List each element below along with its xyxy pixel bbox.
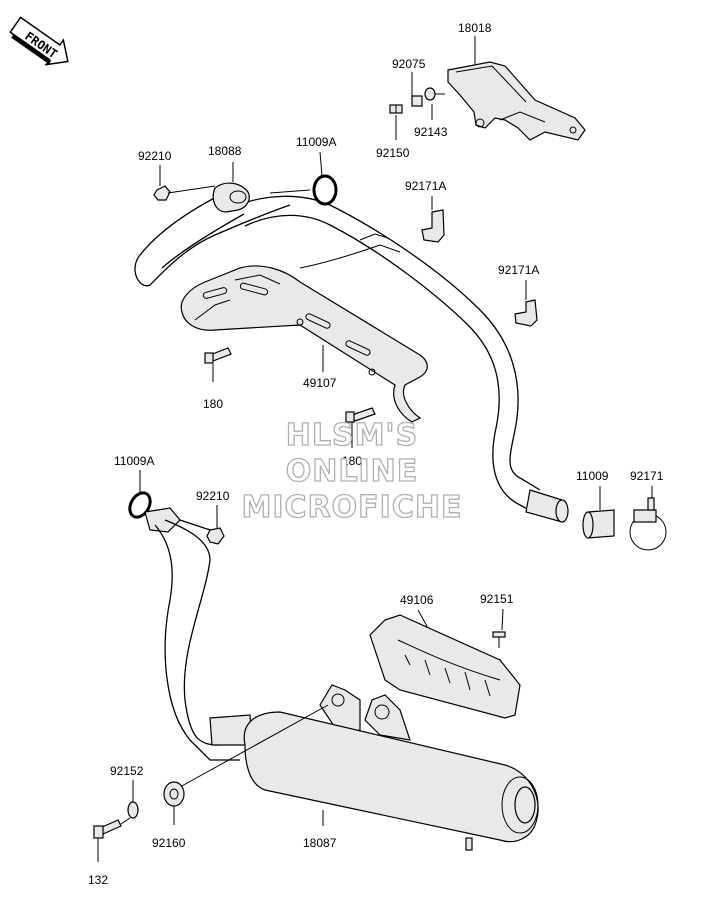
label-11009: 11009 [576, 469, 609, 483]
label-11009a-bottom: 11009A [114, 454, 154, 468]
label-180-a: 180 [203, 397, 223, 411]
front-indicator: FRONT [9, 16, 69, 66]
watermark-line-3: MICROFICHE [242, 490, 463, 525]
nut-92210-bottom [206, 505, 225, 545]
label-92151: 92151 [480, 592, 514, 606]
heat-shield-49107 [180, 265, 428, 423]
label-18088: 18088 [208, 144, 242, 158]
watermark-line-2: ONLINE [286, 454, 419, 489]
gasket-11009a-bottom [128, 470, 152, 519]
nut-92210-top [153, 165, 216, 201]
gasket-11009 [582, 486, 615, 539]
brackets-92171a [421, 196, 538, 327]
mount-hardware [93, 780, 185, 862]
label-92210-bottom: 92210 [196, 489, 230, 503]
label-18087: 18087 [303, 836, 337, 850]
part-labels: 18018 92075 92143 92150 92210 18088 1100… [88, 21, 664, 887]
heat-shield-49106 [369, 609, 521, 719]
label-92150: 92150 [376, 146, 410, 160]
label-92075: 92075 [392, 57, 426, 71]
label-92210-top: 92210 [138, 149, 172, 163]
label-18018: 18018 [458, 21, 492, 35]
label-49107: 49107 [303, 376, 337, 390]
label-180-b: 180 [342, 454, 362, 468]
gasket-11009a-top [269, 151, 338, 206]
label-92171a-1: 92171A [405, 179, 446, 193]
heat-guard-18018 [432, 61, 586, 141]
lower-exhaust-pipe [144, 507, 253, 761]
label-11009a-top: 11009A [296, 135, 336, 149]
label-92143: 92143 [414, 125, 448, 139]
muffler-18087 [179, 684, 539, 851]
bolt-92151 [492, 608, 506, 648]
label-92152: 92152 [110, 764, 144, 778]
label-92171a-2: 92171A [498, 263, 539, 277]
guard-hardware [389, 87, 436, 114]
front-arrow-icon [9, 16, 69, 66]
clamp-92171 [629, 486, 667, 551]
bolts-180 [204, 347, 376, 448]
label-49106: 49106 [400, 593, 434, 607]
upper-exhaust-pipe [134, 182, 569, 523]
leader-lines [232, 36, 476, 182]
label-92171: 92171 [630, 469, 664, 483]
label-92160: 92160 [152, 836, 186, 850]
watermark-line-1: HLSM'S [286, 418, 418, 453]
watermark: HLSM'S ONLINE MICROFICHE [241, 417, 463, 525]
label-132: 132 [88, 873, 108, 887]
